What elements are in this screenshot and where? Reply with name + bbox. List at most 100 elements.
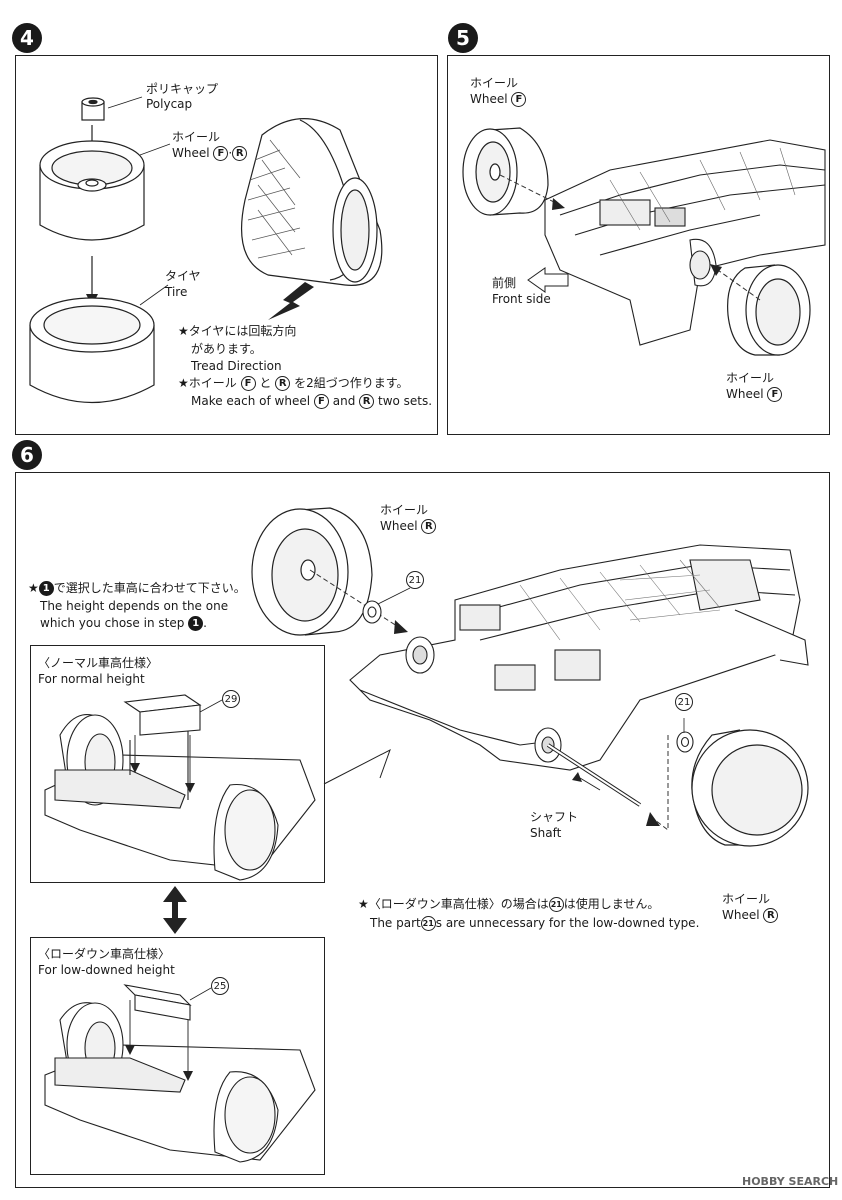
- shaft-label-en: Shaft: [530, 826, 562, 840]
- two-sets-jp-b: と: [259, 376, 272, 390]
- lowdown-note-en-b: s are unnecessary for the low-downed typ…: [435, 916, 700, 930]
- wheel-f-label-jp-top: ホイール: [470, 76, 519, 90]
- wheel-f-label-en-top: Wheel F: [470, 92, 527, 107]
- lowdown-note-en-a: The part: [370, 916, 421, 930]
- height-note-en1: The height depends on the one: [40, 599, 229, 613]
- tread-note-en: Tread Direction: [191, 359, 282, 373]
- chassis-main-icon: [349, 544, 809, 771]
- wheel-f-right-icon: [727, 264, 811, 356]
- wheel-f-en-bottom: Wheel: [726, 387, 764, 401]
- watermark: HOBBY SEARCH: [742, 1175, 839, 1188]
- wheel-f-label-en-bottom: Wheel F: [726, 387, 783, 402]
- swap-arrow-icon: [163, 886, 187, 934]
- washer-21-upper-icon: [362, 600, 382, 624]
- shaft-label-jp: シャフト: [530, 810, 579, 824]
- mark-r: R: [359, 394, 375, 409]
- normal-height-en: For normal height: [38, 672, 145, 686]
- step-ref-1: 1: [188, 616, 204, 631]
- wheel-f-left-icon: [462, 127, 549, 216]
- lowdown-note-jp-a: ★〈ローダウン車高仕様〉の場合は: [358, 897, 549, 911]
- front-side-en: Front side: [492, 292, 551, 306]
- step-6-panel: [15, 472, 830, 1188]
- polycap-icon: [81, 97, 105, 121]
- low-height-body-icon: [44, 1002, 316, 1163]
- wheel-label-en-line: Wheel F·R: [172, 146, 248, 161]
- height-note-en2-text: which you chose in step: [40, 616, 185, 630]
- mark-r: R: [232, 146, 248, 161]
- normal-height-body-icon: [44, 714, 316, 881]
- low-height-en: For low-downed height: [38, 963, 175, 977]
- dot: ·: [228, 146, 233, 160]
- part-25: 25: [211, 977, 229, 995]
- wheel-label-jp: ホイール: [172, 130, 221, 144]
- mark-r: R: [763, 908, 779, 923]
- part-21-ref: 21: [548, 897, 564, 912]
- two-sets-en-a: Make each of wheel: [191, 394, 311, 408]
- mark-f: F: [240, 376, 256, 391]
- step-ref-1: 1: [38, 581, 54, 596]
- part-21-upper: 21: [406, 571, 424, 589]
- wheel-f-en-top: Wheel: [470, 92, 508, 106]
- tire-icon: [29, 297, 155, 404]
- wheel-label-en: Wheel: [172, 146, 210, 160]
- part-21-ref: 21: [420, 916, 436, 931]
- part-29: 29: [222, 690, 240, 708]
- mark-f: F: [313, 394, 329, 409]
- wheel-r-upper-icon: [251, 507, 373, 636]
- mark-f: F: [511, 92, 527, 107]
- wheel-r-en-bottom: Wheel: [722, 908, 760, 922]
- polycap-label-en: Polycap: [146, 97, 193, 111]
- mark-f: F: [213, 146, 229, 161]
- wheel-r-label-jp-bottom: ホイール: [722, 892, 771, 906]
- low-height-jp: 〈ローダウン車高仕様〉: [38, 947, 171, 961]
- tread-note-jp-a: ★タイヤには回転方向: [178, 324, 297, 338]
- low-height-inset: [30, 937, 325, 1175]
- tire-label-en: Tire: [165, 285, 188, 299]
- tire-label-jp: タイヤ: [165, 269, 201, 283]
- mark-r: R: [275, 376, 291, 391]
- step-4-panel: [15, 55, 438, 435]
- wheel-r-label-jp-top: ホイール: [380, 503, 429, 517]
- front-side-arrow: [527, 267, 569, 293]
- mark-r: R: [421, 519, 437, 534]
- two-sets-jp-a: ★ホイール: [178, 376, 237, 390]
- step-5-number: 5: [448, 23, 478, 53]
- height-note-jp-text: で選択した車高に合わせて下さい。: [53, 581, 246, 595]
- wheel-f-label-jp-bottom: ホイール: [726, 371, 775, 385]
- chassis-icon: [544, 139, 826, 346]
- spacer-25-icon: [123, 984, 192, 1021]
- step-6-number: 6: [12, 440, 42, 470]
- tread-tire-icon: [241, 118, 383, 286]
- normal-height-inset: [30, 645, 325, 883]
- polycap-label-jp: ポリキャップ: [146, 82, 219, 96]
- part-21-right: 21: [675, 693, 693, 711]
- two-sets-en-c: two sets.: [377, 394, 433, 408]
- spacer-29-icon: [123, 694, 202, 736]
- height-note-en2-end: .: [203, 616, 207, 630]
- step-4-number: 4: [12, 23, 42, 53]
- two-sets-note-en: Make each of wheel F and R two sets.: [191, 394, 432, 409]
- two-sets-note-jp: ★ホイール F と R を2組づつ作ります。: [178, 376, 409, 391]
- wheel-r-en-top: Wheel: [380, 519, 418, 533]
- two-sets-jp-c: を2組づつ作ります。: [294, 376, 409, 390]
- front-side-jp: 前側: [492, 276, 517, 290]
- height-note-star: ★: [28, 581, 39, 595]
- step-5-panel: [447, 55, 830, 435]
- tread-direction-arrow: [268, 282, 314, 320]
- two-sets-en-b: and: [332, 394, 356, 408]
- height-note-en2: which you chose in step 1.: [40, 616, 207, 631]
- lowdown-note-jp-b: は使用しません。: [563, 897, 660, 911]
- wheel-r-label-en-bottom: Wheel R: [722, 908, 779, 923]
- wheel-icon: [39, 140, 145, 241]
- wheel-r-lower-icon: [691, 729, 809, 847]
- normal-height-jp: 〈ノーマル車高仕様〉: [38, 656, 159, 670]
- washer-21-right-icon: [676, 731, 694, 753]
- mark-f: F: [767, 387, 783, 402]
